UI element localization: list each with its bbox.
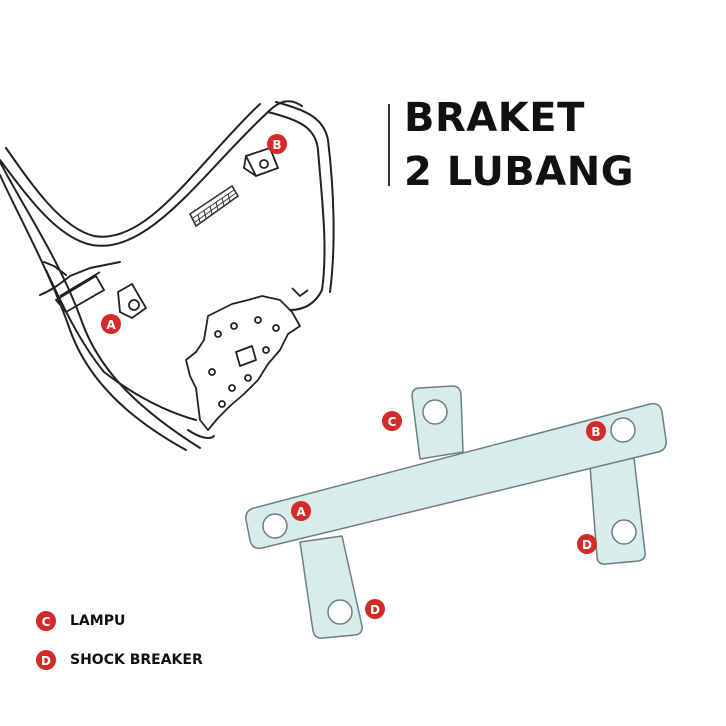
bracket-marker-d-left: D	[365, 599, 385, 619]
bracket-tab-d-right	[589, 457, 646, 565]
vent-grille	[188, 184, 240, 228]
bracket-marker-b-label: B	[591, 425, 600, 439]
bracket-marker-a: A	[291, 501, 311, 521]
sketch-marker-a-label: A	[106, 318, 116, 332]
fairing-panel-line-2	[43, 261, 67, 276]
bracket-main-bar	[245, 402, 667, 550]
fairing-top-curve	[0, 100, 303, 247]
fairing-lower-line	[45, 269, 197, 421]
sketch-marker-b: B	[267, 134, 287, 154]
legend-label-lampu: LAMPU	[70, 613, 126, 629]
hole-b	[610, 417, 636, 443]
sketch-marker-a: A	[101, 314, 121, 334]
bracket-marker-d-right-label: D	[582, 538, 592, 552]
hole-d-left	[327, 599, 353, 625]
hole-d-right	[611, 519, 637, 545]
legend-marker-d: D	[36, 650, 56, 670]
hole-c	[422, 399, 448, 425]
fairing-mount-a	[54, 271, 148, 320]
title-line-2: 2 LUBANG	[404, 149, 635, 195]
sketch-marker-b-label: B	[272, 138, 281, 152]
legend-marker-d-label: D	[41, 654, 51, 668]
bracket-holes	[262, 399, 637, 625]
title-line-1: BRAKET	[404, 95, 585, 141]
fairing-outer-edge	[0, 161, 201, 449]
bracket-marker-d-left-label: D	[370, 603, 380, 617]
bracket-marker-c: C	[382, 411, 402, 431]
marker-group: A B A B C D D	[36, 134, 606, 670]
fairing-sketch	[0, 100, 335, 451]
legend-label-shock-breaker: SHOCK BREAKER	[70, 652, 203, 668]
bracket-marker-b: B	[586, 421, 606, 441]
title-divider	[388, 104, 390, 186]
fairing-right-edge	[267, 111, 326, 311]
fairing-panel-line	[39, 261, 121, 296]
legend-marker-c-label: C	[42, 615, 51, 629]
fairing-top-curve-inner	[5, 103, 261, 238]
fairing-inner-left-edge	[0, 174, 187, 451]
fairing-mount-b	[243, 146, 280, 178]
fairing-right-edge-inner	[275, 101, 335, 293]
hole-a	[262, 513, 288, 539]
bracket-marker-a-label: A	[296, 505, 306, 519]
bracket-tab-d-left	[299, 535, 363, 639]
bracket-marker-c-label: C	[388, 415, 397, 429]
bracket-marker-d-right: D	[577, 534, 597, 554]
legend-marker-c: C	[36, 611, 56, 631]
frame-bracket	[185, 287, 309, 431]
fairing-bottom-cut	[187, 429, 215, 439]
